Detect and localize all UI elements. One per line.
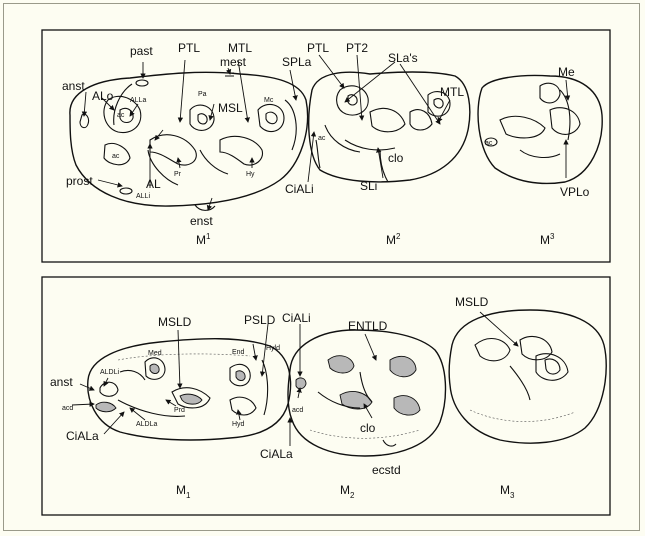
label-ac-2: ac xyxy=(112,153,120,160)
label-ptl-2: PTL xyxy=(307,41,329,55)
molar-name-upper-m1: M1 xyxy=(196,232,211,247)
label-enst: enst xyxy=(190,214,213,228)
label-cialla-1: CiALa xyxy=(66,429,99,443)
label-past: past xyxy=(130,44,153,58)
label-hy: Hy xyxy=(246,171,255,178)
label-mc: Mc xyxy=(264,97,274,104)
label-mest: mest xyxy=(220,55,247,69)
label-cialli: CiALi xyxy=(285,182,314,196)
label-acd-1: acd xyxy=(62,405,73,412)
lower-labels: MSLD PSLD CiALi ENTLD MSLD Med End Hyld … xyxy=(50,295,489,477)
molar-name-lower-m2: M2 xyxy=(340,483,355,500)
upper-labels: past mest PTL MTL SPLa PTL PT2 SLa's MTL… xyxy=(62,41,590,228)
label-hyd: Hyd xyxy=(232,421,245,428)
label-aldli: ALDLi xyxy=(100,369,120,376)
label-prd: Prd xyxy=(174,407,185,414)
label-sli: SLi xyxy=(360,179,377,193)
label-acd-2: acd xyxy=(292,407,303,414)
label-mtl-2: MTL xyxy=(440,85,464,99)
label-msld-3: MSLD xyxy=(455,295,489,309)
molar-name-lower-m3: M3 xyxy=(500,483,515,500)
label-msl: MSL xyxy=(218,101,243,115)
label-prost: prost xyxy=(66,174,93,188)
label-entld: ENTLD xyxy=(348,319,388,333)
upper-molar-names: M1 M2 M3 xyxy=(196,232,555,247)
label-clo: clo xyxy=(388,151,404,165)
label-aldla: ALDLa xyxy=(136,421,158,428)
upper-m3-tooth xyxy=(478,76,602,184)
label-msld-1: MSLD xyxy=(158,315,192,329)
label-ecstd: ecstd xyxy=(372,463,401,477)
label-pr: Pr xyxy=(174,171,182,178)
label-ac-1: ac xyxy=(117,112,125,119)
molar-name-upper-m2: M2 xyxy=(386,232,401,247)
label-mtl-1: MTL xyxy=(228,41,252,55)
label-me: Me xyxy=(558,65,575,79)
label-med: Med xyxy=(148,350,162,357)
label-anst: anst xyxy=(62,79,85,93)
lower-panel-box xyxy=(42,277,610,515)
label-alli: ALLi xyxy=(136,193,150,200)
molar-name-lower-m1: M1 xyxy=(176,483,191,500)
label-clo-lower: clo xyxy=(360,421,376,435)
lower-m1-tooth xyxy=(88,339,291,440)
label-spla: SPLa xyxy=(282,55,312,69)
label-psld: PSLD xyxy=(244,313,276,327)
label-ptl-1: PTL xyxy=(178,41,200,55)
label-end: End xyxy=(232,349,245,356)
label-cialli-lower: CiALi xyxy=(282,311,311,325)
label-ac-4: ac xyxy=(485,140,493,147)
lower-molar-names: M1 M2 M3 xyxy=(176,483,515,500)
label-anst-lower: anst xyxy=(50,375,73,389)
label-pt2: PT2 xyxy=(346,41,368,55)
lower-m2-tooth xyxy=(288,330,445,456)
label-vplo: VPLo xyxy=(560,185,590,199)
molar-name-upper-m3: M3 xyxy=(540,232,555,247)
label-al: AL xyxy=(146,177,161,191)
label-pa: Pa xyxy=(198,91,207,98)
label-alla: ALLa xyxy=(130,97,146,104)
label-alo: ALo xyxy=(92,89,114,103)
label-hyld: Hyld xyxy=(266,345,280,352)
label-ac-3: ac xyxy=(318,135,326,142)
label-slas: SLa's xyxy=(388,51,418,65)
label-cialla-2: CiALa xyxy=(260,447,293,461)
lower-m3-tooth xyxy=(449,310,606,443)
